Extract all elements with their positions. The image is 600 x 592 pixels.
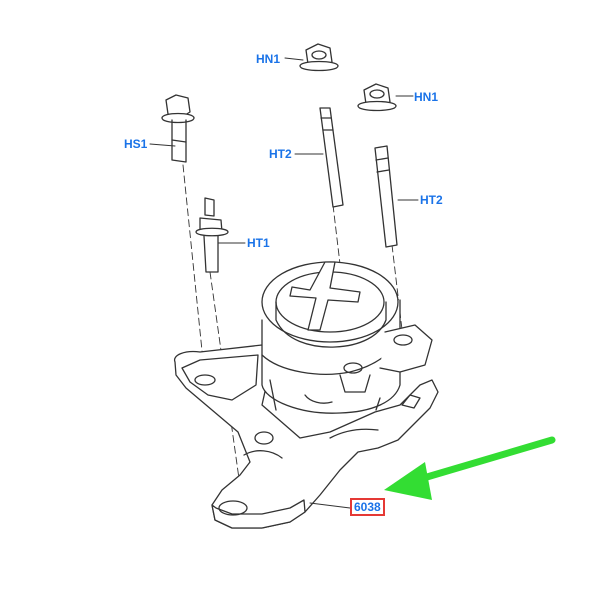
label-ht1: HT1 [247, 236, 270, 250]
label-hs1: HS1 [124, 137, 148, 151]
label-ht2-right: HT2 [420, 193, 443, 207]
ht1-stud [195, 197, 229, 273]
label-ht2-left: HT2 [269, 147, 292, 161]
leader-lines [149, 57, 419, 509]
ht2-stud-right [374, 145, 398, 248]
hn1-nut-top [299, 43, 339, 72]
part-number-6038-box: 6038 [350, 498, 385, 516]
mount-bracket [173, 344, 439, 529]
hs1-bolt [161, 94, 195, 163]
ht2-stud-left [319, 107, 344, 208]
label-hn1-right: HN1 [414, 90, 439, 104]
label-hn1-top: HN1 [256, 52, 281, 66]
mount-body [261, 261, 433, 414]
hn1-nut-right [357, 83, 397, 112]
green-arrow-icon [384, 436, 556, 500]
